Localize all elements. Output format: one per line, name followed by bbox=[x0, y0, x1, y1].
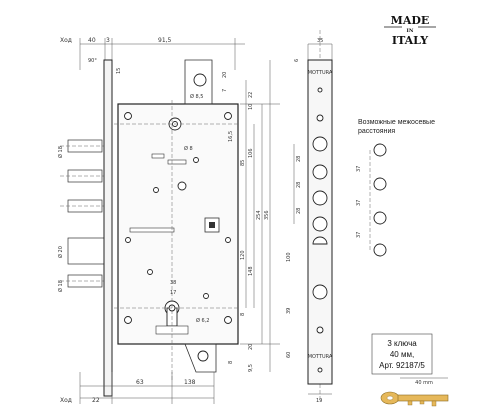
stamp-in: IN bbox=[407, 28, 414, 34]
label-d6: 6 bbox=[294, 59, 300, 62]
label-d3: 3 bbox=[106, 37, 110, 44]
label-d37a: 37 bbox=[356, 166, 362, 172]
made-in-italy-stamp: MADE IN ITALY bbox=[382, 12, 438, 48]
label-d15: 15 bbox=[116, 68, 122, 74]
label-d8c: Ø 8 bbox=[184, 145, 193, 152]
label-d22b: 22 bbox=[92, 397, 100, 404]
bottom-dimensions: 63 138 Ход 22 8 bbox=[60, 361, 234, 404]
label-d37c: 37 bbox=[356, 232, 362, 238]
label-d100: 100 bbox=[286, 252, 292, 262]
label-d18b: Ø 18 bbox=[57, 280, 64, 292]
label-d38: 38 bbox=[170, 280, 176, 286]
key-info-box: 3 ключа 40 мм, Арт. 92187/5 40 mm bbox=[371, 333, 449, 407]
label-d19: 19 bbox=[316, 398, 322, 404]
label-d35: 35 bbox=[317, 38, 323, 44]
label-hod-bottom: Ход bbox=[60, 397, 72, 404]
label-d120: 120 bbox=[240, 250, 246, 260]
label-d356: 356 bbox=[264, 210, 270, 220]
label-d18a: Ø 18 bbox=[57, 146, 64, 158]
info-line1: 3 ключа bbox=[387, 339, 417, 348]
label-d10: 10 bbox=[248, 104, 254, 110]
label-d28a: 28 bbox=[296, 156, 302, 162]
note-line1: Возможные межосевые bbox=[358, 119, 435, 126]
label-d254: 254 bbox=[256, 210, 262, 220]
label-d63: 63 bbox=[136, 379, 144, 386]
right-dimensions: 20 7 22 10 16,5 85 106 254 356 120 148 8… bbox=[222, 60, 280, 372]
body-labels: Ø 8,5 Ø 8 38 17 Ø 6,2 bbox=[170, 93, 209, 324]
label-d915: 91,5 bbox=[158, 37, 172, 44]
label-d138: 138 bbox=[184, 379, 196, 386]
label-d28c: 28 bbox=[296, 208, 302, 214]
label-d148: 148 bbox=[248, 266, 254, 276]
label-d60: 60 bbox=[286, 352, 292, 358]
brand-top: MOTTURA bbox=[308, 70, 333, 76]
label-d39: 39 bbox=[286, 308, 292, 314]
front-plate-view: 35 6 MOTTURA MOTTURA 28 28 28 100 39 60 … bbox=[286, 30, 333, 404]
label-d22: 22 bbox=[248, 92, 254, 98]
label-d8b: 8 bbox=[228, 361, 234, 364]
label-d165: 16,5 bbox=[228, 131, 234, 142]
label-d37b: 37 bbox=[356, 200, 362, 206]
stamp-made: MADE bbox=[391, 14, 430, 27]
note-line2: расстояния bbox=[358, 128, 395, 135]
left-bolts: Ø 18 Ø 20 Ø 18 bbox=[57, 139, 110, 292]
label-d85: 85 bbox=[240, 160, 246, 166]
info-line3: Арт. 92187/5 bbox=[379, 361, 425, 370]
stamp-italy: ITALY bbox=[392, 34, 428, 47]
brand-bot: MOTTURA bbox=[308, 354, 333, 360]
label-d95: 9,5 bbox=[248, 364, 254, 372]
center-distances: Возможные межосевые расстояния 37 37 37 bbox=[356, 119, 435, 257]
label-d83: Ø 8,5 bbox=[190, 93, 203, 100]
lock-body bbox=[114, 59, 240, 380]
key-icon: 40 mm bbox=[380, 377, 449, 407]
label-d7: 7 bbox=[222, 89, 228, 92]
label-d90: 90° bbox=[88, 58, 97, 64]
top-dimensions: Ход 40 3 91,5 90° 15 bbox=[60, 37, 245, 74]
info-line2: 40 мм, bbox=[390, 350, 414, 359]
faceplate-left bbox=[103, 59, 113, 397]
label-d62: Ø 6,2 bbox=[196, 317, 209, 324]
key-length-label: 40 mm bbox=[415, 380, 433, 386]
label-d28b: 28 bbox=[296, 182, 302, 188]
label-d17: 17 bbox=[170, 290, 176, 296]
label-d20b: 20 bbox=[248, 344, 254, 350]
label-d20c: Ø 20 bbox=[57, 246, 64, 258]
label-d20a: 20 bbox=[222, 72, 228, 78]
label-d40: 40 bbox=[88, 37, 96, 44]
label-d8a: 8 bbox=[240, 313, 246, 316]
label-d106: 106 bbox=[248, 148, 254, 158]
label-hod-top: Ход bbox=[60, 37, 72, 44]
